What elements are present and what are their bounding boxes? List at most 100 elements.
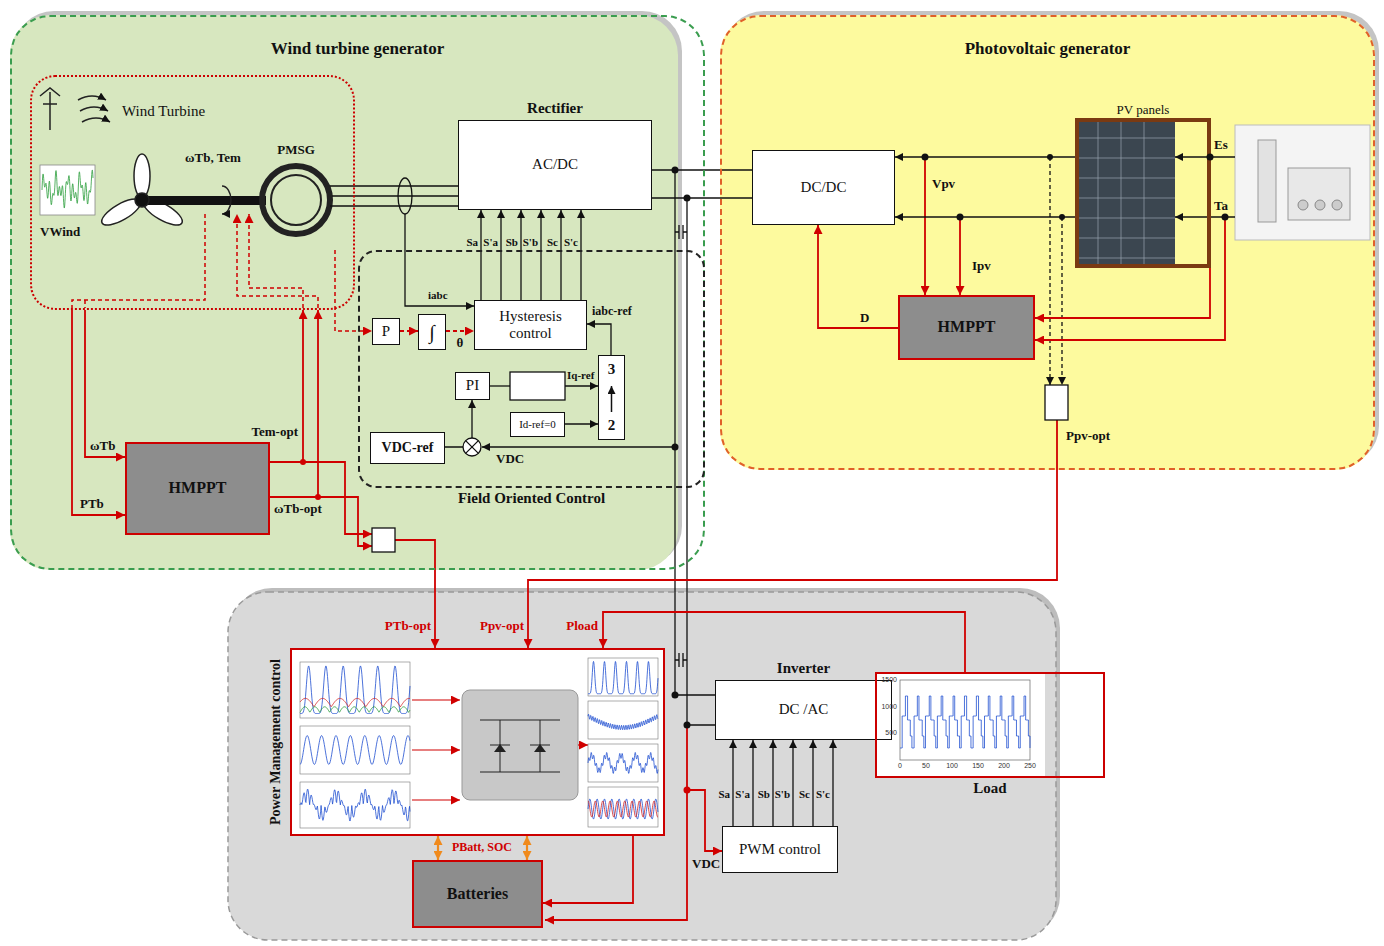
axis-tick: 50 [922,762,930,770]
calculation-box [372,372,1068,552]
wiring [687,790,722,851]
plot-curve [300,698,410,706]
signal-label: Ipv [972,258,991,273]
connector [812,740,813,826]
connector [772,740,773,826]
wiring [528,420,1057,648]
plot-curve [300,789,410,821]
plot-frame [300,726,410,774]
connector [895,216,1075,217]
wiring [490,385,510,386]
reference-box: Id-ref=0 [510,412,565,437]
converter-box: DC/DC [752,150,895,225]
plot-curve [300,666,410,714]
wiring [1035,157,1210,318]
calculation-box [372,528,395,552]
node-text: HMPPT [169,479,227,497]
plot-curve [300,736,410,765]
wind-turbine-illustration [134,154,150,198]
pwm-box: PWM control [722,826,838,873]
load-chart-picture [875,672,1045,778]
pv-panel-picture [1075,118,1175,268]
wiring [318,497,372,546]
load-chart-picture [900,696,1030,748]
junction-dot [922,154,929,161]
pv-panel-picture [1075,118,1175,268]
node-text: VDC-ref [382,440,434,456]
junction-dot [957,214,964,221]
connector [540,210,541,300]
control-frame: Field Oriented ControlP∫Hysteresis contr… [358,250,705,488]
axis-tick: 100 [946,762,958,770]
wind-turbine-illustration [40,88,60,130]
pi-box: PI [455,372,490,400]
reference-box: VDC-ref [370,432,445,464]
signal-label: VWind [40,224,80,239]
signal-label: PBatt, SOC [452,840,512,854]
plot-frame [588,658,658,696]
rectifier-box: RectifierAC/DC [458,120,652,210]
load-box: Load [875,672,1105,778]
summing-junction [466,441,479,454]
axis-tick: 150 [972,762,984,770]
plot-curve [42,170,93,208]
transform-arrow [611,386,613,412]
plot-curve [588,799,658,819]
junction-dot [684,787,691,794]
wiring [565,385,598,386]
wind-turbine-illustration [271,175,321,225]
plot-frame [588,744,658,782]
signal-label: Sb [506,236,518,249]
wiring [959,217,961,295]
plot-curve [900,696,1030,748]
management-chart-picture [578,744,588,745]
calculation-box [510,372,565,400]
sensor-picture [1298,200,1308,210]
summing-junction [463,438,481,456]
connector [270,310,303,462]
axis-tick: 200 [998,762,1010,770]
node-text: PV panels [1039,103,1247,118]
node-text: HMPPT [938,318,996,336]
turbine-frame: Wind Turbine [30,75,355,310]
wind-turbine-illustration [78,96,106,100]
wiring [1049,157,1050,385]
load-chart-picture [900,680,1030,760]
connector [560,210,561,300]
axis-tick: 500 [885,729,897,737]
node-text: AC/DC [532,156,578,173]
wiring [303,157,1235,920]
generator-region: Wind turbine generatorWind TurbineRectif… [10,15,705,570]
junction-dot [300,459,306,465]
management-chart-picture [412,699,460,700]
node-text: ∫ [429,321,434,344]
wind-turbine-illustration [40,165,95,215]
plot-frame [588,701,658,739]
sensor-picture [1288,168,1350,220]
pv-panel-picture [1075,118,1175,268]
node-text: Power Management control [268,650,284,834]
wiring [398,178,412,214]
plot-curve [588,752,658,773]
node-text: P [382,323,390,340]
node-text: DC /AC [779,701,829,718]
wind-turbine-illustration [72,214,372,331]
connector [580,210,581,300]
signal-label: Ppv-opt [1066,428,1110,443]
signal-label: Iq-ref [567,369,594,382]
axis-tick: 1000 [881,703,897,711]
summing-junction [463,438,481,456]
signal-label: Es [1214,137,1228,152]
region-ground [10,11,1379,940]
connector [818,225,898,328]
signal-label: ωTb-opt [274,501,322,516]
wind-turbine-illustration [80,107,108,111]
plot-frame [300,782,410,828]
wind-turbine-illustration [72,214,205,308]
wiring [675,653,687,667]
connector [446,330,474,332]
signal-label: Sa [466,236,478,249]
signal-label: S'c [816,788,830,801]
